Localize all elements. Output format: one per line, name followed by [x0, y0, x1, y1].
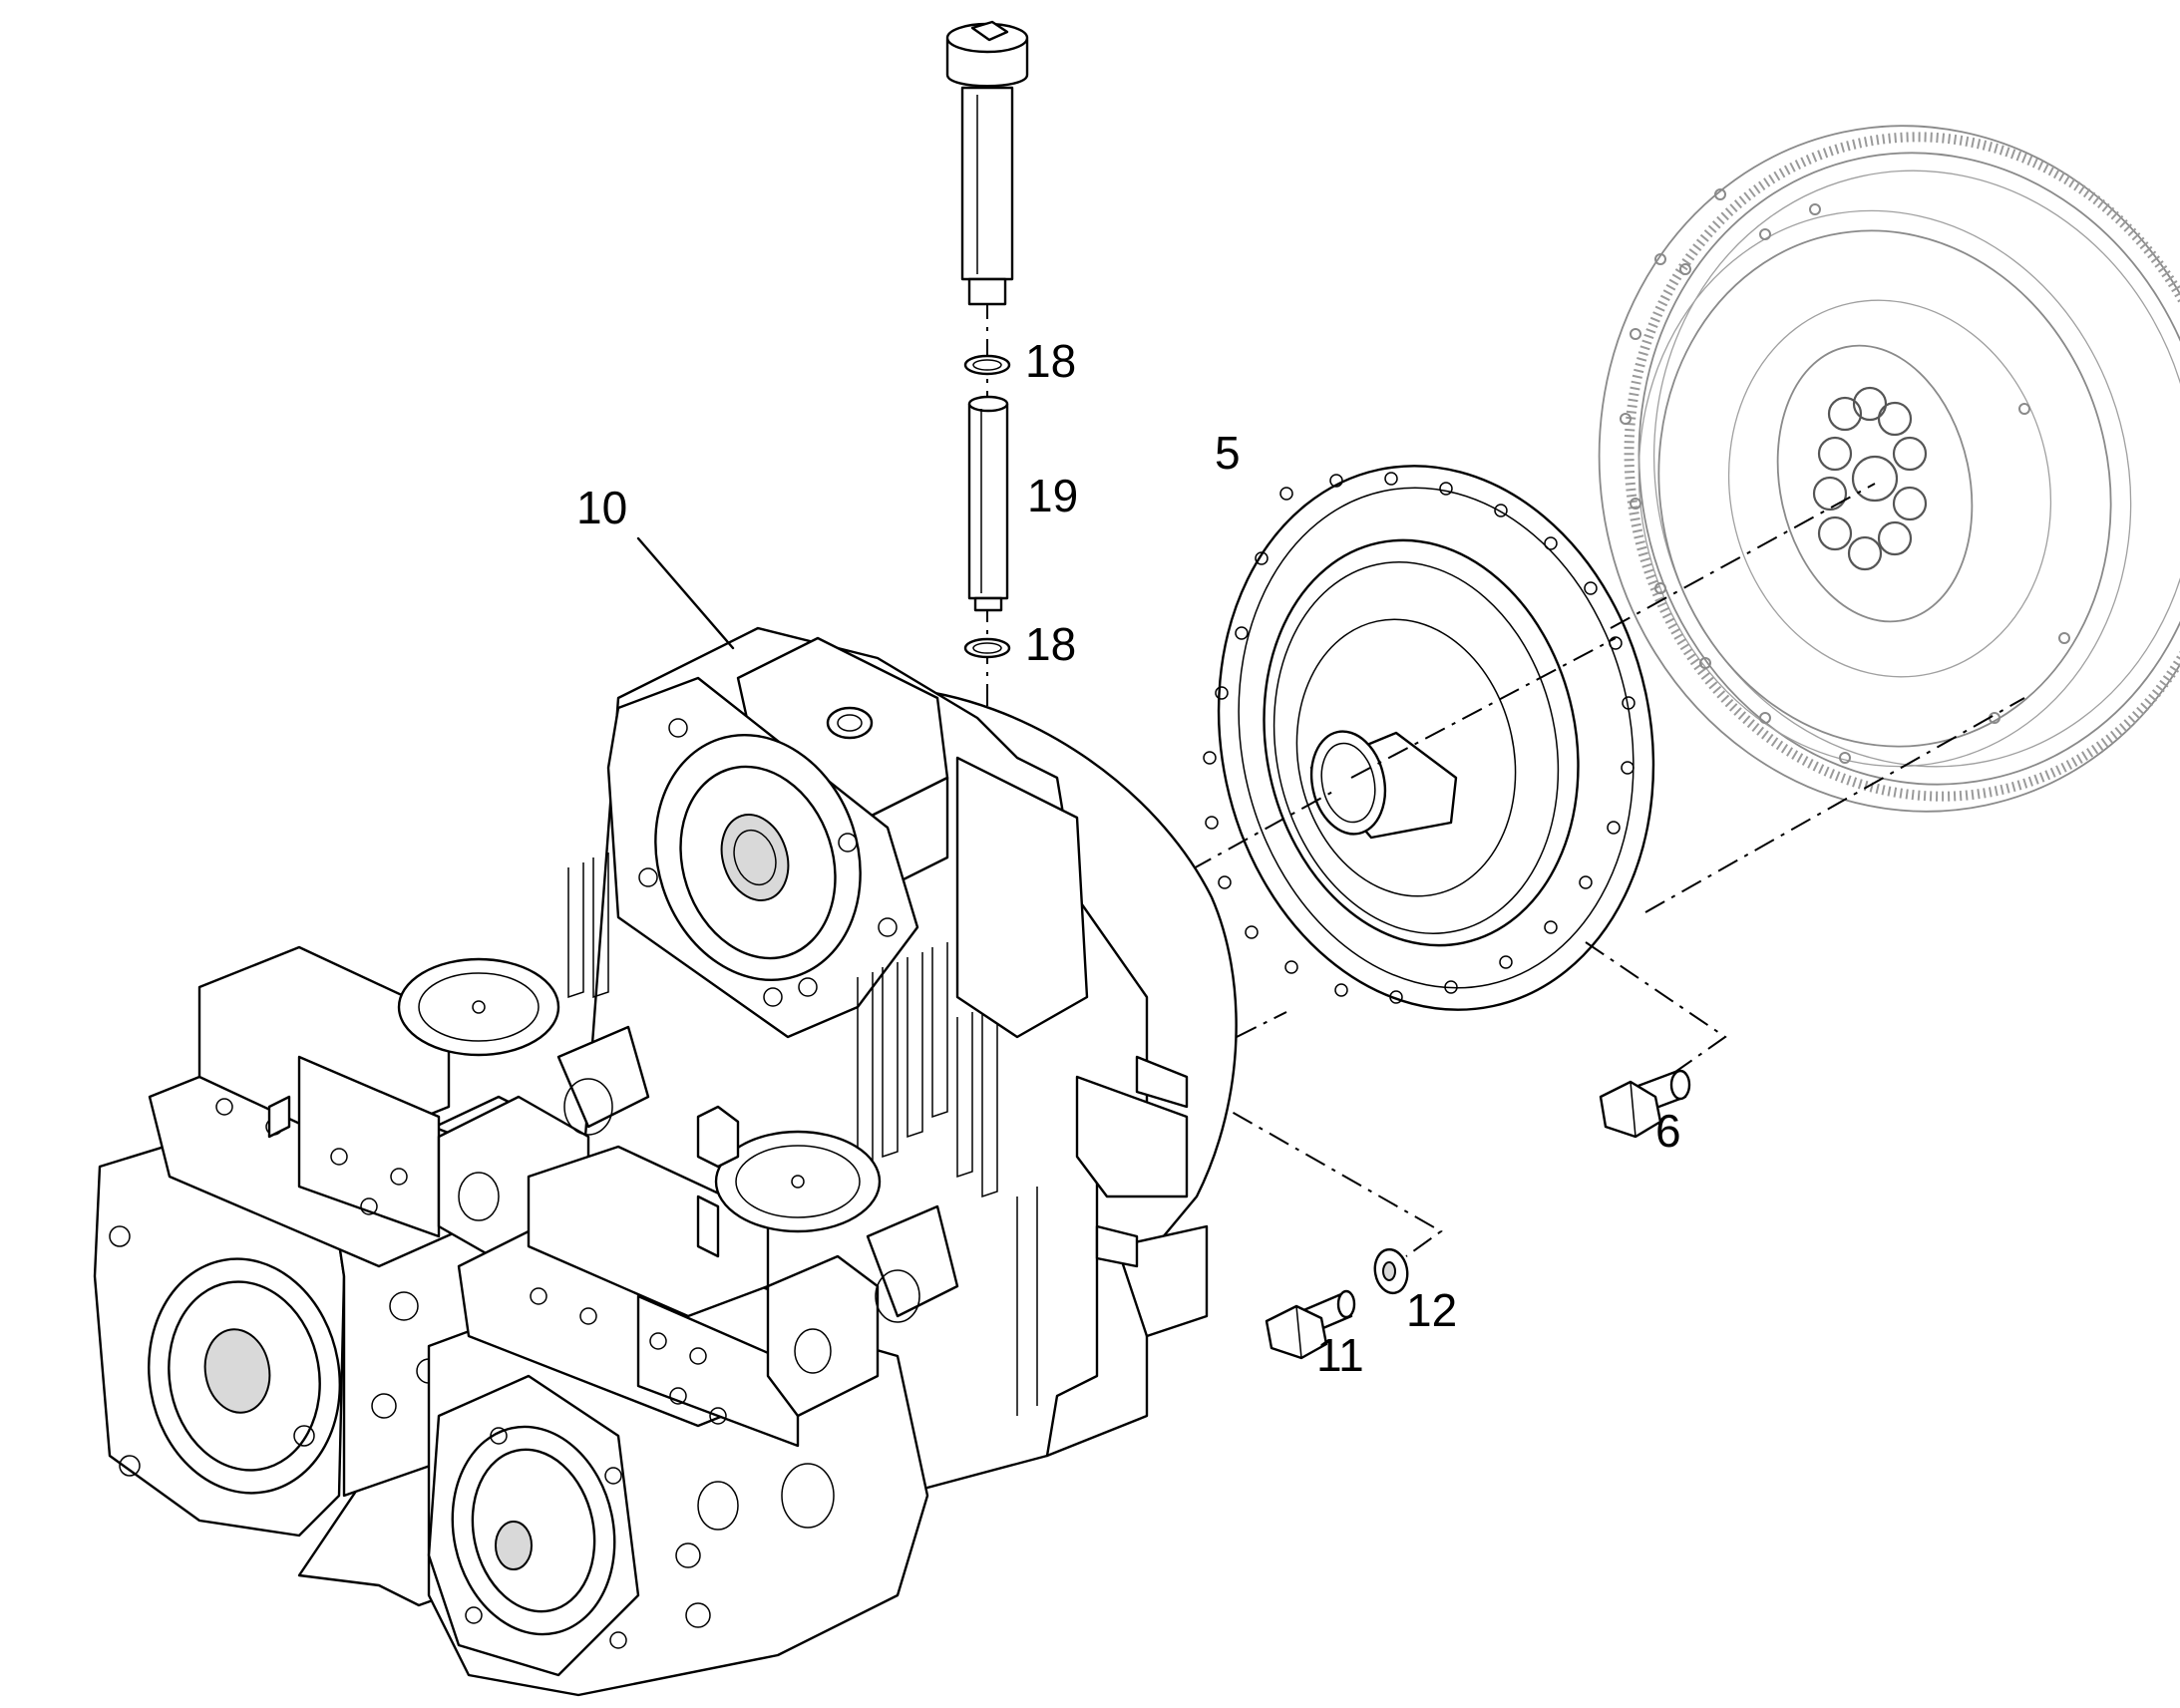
callout-18-upper: 18 — [1025, 335, 1076, 387]
callout-18-lower: 18 — [1025, 618, 1076, 670]
washer-part-12 — [1373, 1247, 1409, 1295]
callout-5: 5 — [1215, 427, 1241, 479]
flex-coupling-plate — [1203, 465, 1655, 1011]
leader-line-10 — [636, 536, 735, 650]
o-ring-lower — [963, 637, 1011, 659]
bolt-part-11 — [1265, 1289, 1356, 1360]
dipstick-assembly — [945, 20, 1029, 659]
dipstick-tube — [967, 402, 1009, 600]
callout-6: 6 — [1655, 1105, 1681, 1157]
callout-12: 12 — [1406, 1284, 1457, 1336]
o-ring-upper — [963, 354, 1011, 376]
bolt-part-6 — [1599, 1069, 1691, 1139]
hydraulic-pump-lower — [427, 1105, 959, 1697]
callout-19: 19 — [1027, 470, 1078, 521]
callout-11: 11 — [1316, 1329, 1364, 1381]
flywheel — [1598, 125, 2180, 813]
callout-10: 10 — [576, 482, 627, 533]
